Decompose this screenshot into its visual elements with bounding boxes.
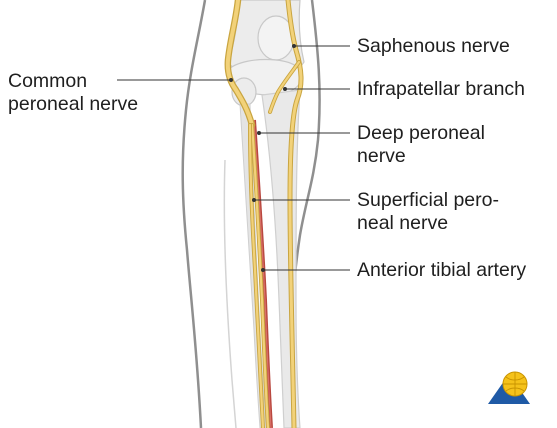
label-line: peroneal nerve bbox=[8, 93, 138, 116]
label-line: Saphenous nerve bbox=[357, 35, 510, 58]
label-line: Deep peroneal bbox=[357, 122, 485, 145]
leader-dot-saphenous bbox=[292, 44, 296, 48]
label-common-peroneal-nerve: Common peroneal nerve bbox=[8, 70, 138, 116]
label-line: Infrapatellar branch bbox=[357, 78, 525, 101]
label-line: Superficial pero- bbox=[357, 189, 499, 212]
label-line: neal nerve bbox=[357, 212, 499, 235]
label-line: Anterior tibial artery bbox=[357, 259, 526, 282]
label-deep-peroneal-nerve: Deep peroneal nerve bbox=[357, 122, 485, 168]
leg-outline-lateral bbox=[183, 0, 205, 428]
leader-dot-anterior-tibial bbox=[261, 268, 265, 272]
leader-dot-deep-peroneal bbox=[257, 131, 261, 135]
label-anterior-tibial-artery: Anterior tibial artery bbox=[357, 259, 526, 282]
label-infrapatellar-branch: Infrapatellar branch bbox=[357, 78, 525, 101]
globe-triangle-logo-icon bbox=[488, 372, 530, 404]
label-line: Common bbox=[8, 70, 138, 93]
label-line: nerve bbox=[357, 145, 485, 168]
leader-dot-common-peroneal bbox=[229, 78, 233, 82]
leg-inner-contour bbox=[224, 160, 236, 428]
leader-dot-superficial-peroneal bbox=[252, 198, 256, 202]
leader-dot-infrapatellar bbox=[283, 87, 287, 91]
label-superficial-peroneal-nerve: Superficial pero- neal nerve bbox=[357, 189, 499, 235]
label-saphenous-nerve: Saphenous nerve bbox=[357, 35, 510, 58]
